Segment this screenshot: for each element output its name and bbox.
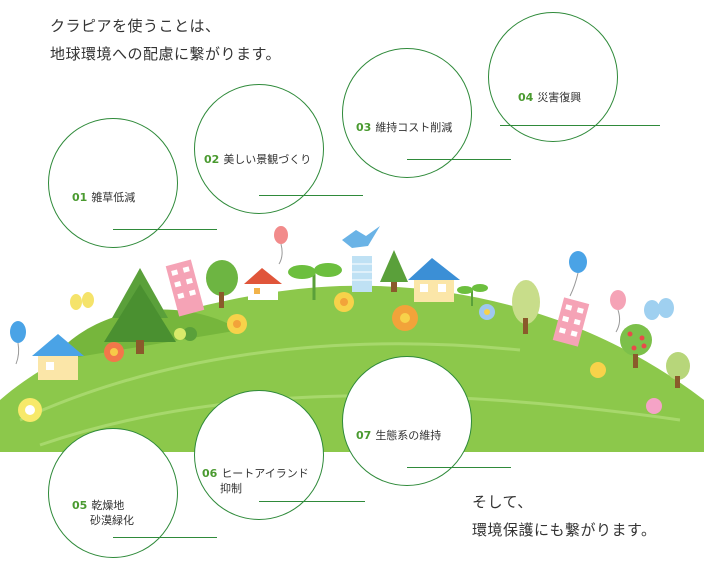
far-right-tree-icon — [666, 352, 690, 388]
blue-house-icon — [408, 258, 460, 302]
intro-line-1: クラピアを使うことは、 — [50, 17, 221, 35]
badge-text: 災害復興 — [537, 91, 582, 104]
badge-number: 04 — [518, 91, 534, 104]
badge-text: 乾燥地 — [91, 499, 125, 512]
badge-text-line-2: 砂漠緑化 — [90, 514, 134, 527]
badge-text: 維持コスト削減 — [375, 121, 453, 134]
small-pine-icon — [380, 250, 408, 292]
small-house-icon — [244, 268, 282, 300]
badge-text: 生態系の維持 — [375, 429, 442, 442]
badge-text: 雑草低減 — [91, 191, 136, 204]
badge-text: 美しい景観づくり — [223, 153, 312, 166]
sprout-icon — [288, 263, 342, 300]
badge-number: 02 — [204, 153, 220, 166]
badge-number: 06 — [202, 467, 218, 480]
outro-headline: そして、 環境保護にも繋がります。 — [472, 488, 657, 544]
outro-line-1: そして、 — [472, 493, 533, 511]
flowers-icon — [18, 292, 662, 422]
intro-line-2: 地球環境への配慮に繋がります。 — [50, 45, 282, 63]
badge-number: 03 — [356, 121, 372, 134]
badge-number: 01 — [72, 191, 88, 204]
sprout-right-icon — [457, 284, 488, 306]
blue-building-icon — [352, 256, 372, 292]
left-balloon-icon — [10, 321, 26, 365]
yellow-butterfly-icon — [70, 292, 94, 310]
badge-number: 07 — [356, 429, 372, 442]
round-tree-icon — [206, 260, 238, 308]
pink-building-right-icon — [552, 297, 590, 347]
pink-building-icon — [165, 259, 205, 317]
left-house-icon — [32, 334, 84, 380]
butterfly-icon — [644, 298, 674, 320]
outro-line-2: 環境保護にも繋がります。 — [472, 521, 657, 539]
badge-text-line-2: 抑制 — [220, 482, 242, 495]
pine-tree-icon — [104, 268, 176, 354]
badge-number: 05 — [72, 499, 88, 512]
right-tree-icon — [512, 280, 540, 334]
blue-balloon-icon — [569, 251, 587, 297]
intro-headline: クラピアを使うことは、 地球環境への配慮に繋がります。 — [50, 12, 281, 68]
apple-tree-icon — [620, 324, 652, 368]
bird-icon — [342, 226, 380, 248]
badge-text: ヒートアイランド — [221, 467, 309, 480]
badge-circle — [48, 118, 178, 248]
pink-balloon-icon — [610, 290, 626, 333]
red-balloon-icon — [274, 226, 288, 265]
